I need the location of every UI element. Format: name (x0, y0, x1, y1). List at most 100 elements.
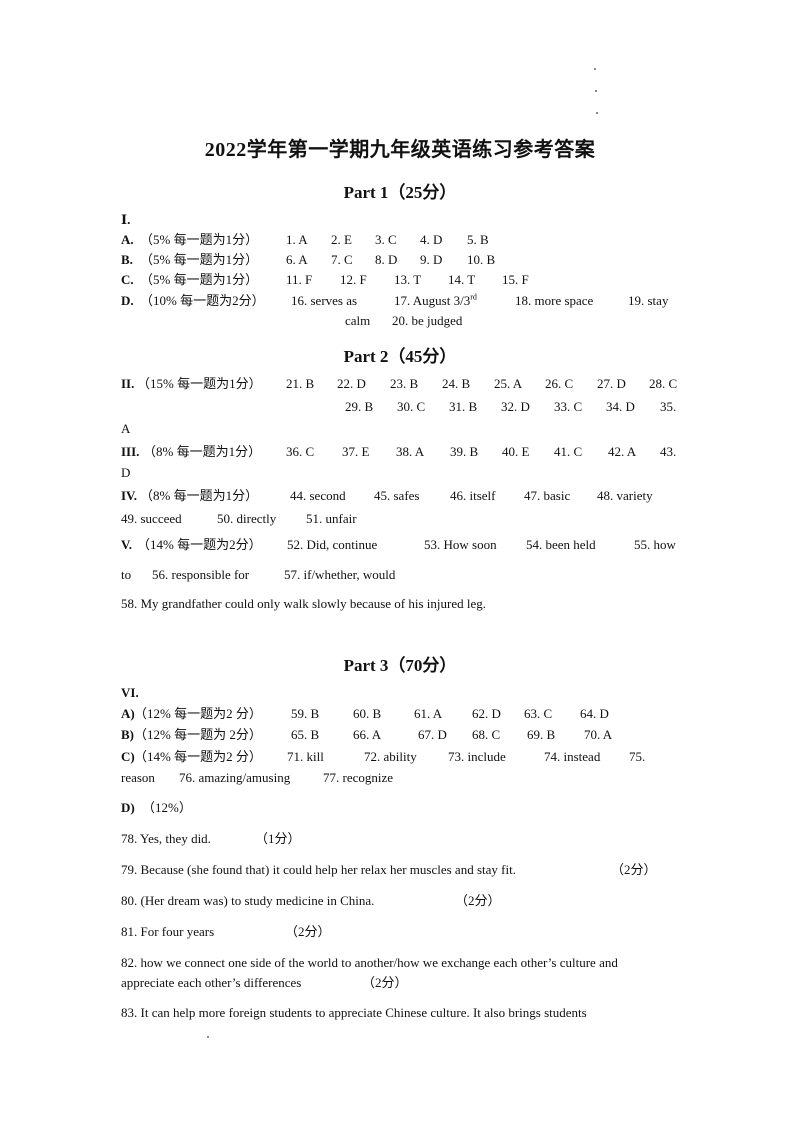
section-c-label: C. (121, 272, 134, 287)
answer: 24. B (442, 376, 471, 391)
section-iv-rule: （8% 每一题为1分） (140, 488, 259, 503)
section-i-label: Ⅰ. (121, 212, 131, 227)
part-1-heading: Part 1（25分） (343, 183, 457, 202)
answer: 2. E (331, 232, 352, 247)
answer: 23. B (390, 376, 419, 391)
answer: 47. basic (524, 488, 571, 503)
answer: 55. how (634, 537, 676, 552)
answer: 6. A (286, 252, 308, 267)
score: （2分） (611, 862, 657, 877)
section-vi-c-label: C) (121, 749, 135, 764)
answer: 9. D (420, 252, 443, 267)
answer-sentence: 79. Because (she found that) it could he… (121, 862, 516, 877)
scan-dot (207, 1036, 209, 1038)
answer: 36. C (286, 444, 315, 459)
answer: 8. D (375, 252, 398, 267)
answer: 1. A (286, 232, 308, 247)
section-vi-d-rule: （12%） (142, 800, 192, 815)
answer-continued: calm (345, 313, 371, 328)
answer-sentence: 82. how we connect one side of the world… (121, 955, 618, 970)
answer-sentence: 81. For four years (121, 924, 215, 939)
section-a-rule: （5% 每一题为1分） (140, 232, 259, 247)
answer-sentence: 78. Yes, they did. (121, 831, 211, 846)
section-vi-label: VI. (121, 685, 139, 700)
answer: 18. more space (515, 293, 594, 308)
section-vi-c-rule: （14% 每一题为2 分） (134, 749, 262, 764)
answer: 75. (629, 749, 646, 764)
answer-sentence: 80. (Her dream was) to study medicine in… (121, 893, 375, 908)
answer: 11. F (286, 272, 313, 287)
answer: 51. unfair (306, 511, 357, 526)
answer: 31. B (449, 399, 478, 414)
answer: 65. B (291, 727, 320, 742)
section-iii-label: III. (121, 444, 140, 459)
answer: 74. instead (544, 749, 601, 764)
scan-dot (595, 90, 597, 92)
answer-sentence: 83. It can help more foreign students to… (121, 1005, 587, 1020)
answer: 50. directly (217, 511, 277, 526)
answer: 53. How soon (424, 537, 497, 552)
answer-sentence: 58. My grandfather could only walk slowl… (121, 596, 486, 611)
answer: 16. serves as (291, 293, 358, 308)
answer: 13. T (394, 272, 422, 287)
answer: 28. C (649, 376, 678, 391)
answer: 25. A (494, 376, 523, 391)
answer: 62. D (472, 706, 501, 721)
answer: 20. be judged (392, 313, 463, 328)
answer: 59. B (291, 706, 320, 721)
score: （2分） (362, 975, 408, 990)
section-iv-label: IV. (121, 488, 138, 503)
score: （1分） (255, 831, 301, 846)
answer: 72. ability (364, 749, 417, 764)
answer: 30. C (397, 399, 426, 414)
answer: 44. second (290, 488, 346, 503)
answer: 39. B (450, 444, 479, 459)
answer: 67. D (418, 727, 447, 742)
answer: 46. itself (450, 488, 496, 503)
section-d-label: D. (121, 293, 134, 308)
answer-continued: A (121, 421, 131, 436)
answer: 17. August 3/3rd (394, 292, 477, 308)
answer: 26. C (545, 376, 574, 391)
answer: 48. variety (597, 488, 653, 503)
answer: 43. (660, 444, 677, 459)
section-a-label: A. (121, 232, 134, 247)
answer: 4. D (420, 232, 443, 247)
answer: 3. C (375, 232, 397, 247)
answer: 12. F (340, 272, 367, 287)
section-d-rule: （10% 每一题为2分） (140, 293, 265, 308)
answer: 63. C (524, 706, 553, 721)
answer: 69. B (527, 727, 556, 742)
section-v-rule: （14% 每一题为2分） (137, 537, 262, 552)
answer: 56. responsible for (152, 567, 250, 582)
answer: 5. B (467, 232, 489, 247)
answer: 73. include (448, 749, 506, 764)
answer: 14. T (448, 272, 476, 287)
scan-dot (596, 112, 598, 114)
scan-dot (594, 68, 596, 70)
answer: 76. amazing/amusing (179, 770, 291, 785)
answer-continued: to (121, 567, 132, 582)
section-b-label: B. (121, 252, 133, 267)
answer: 19. stay (628, 293, 669, 308)
part-2-heading: Part 2（45分） (343, 347, 457, 366)
answer: 41. C (554, 444, 583, 459)
answer: 32. D (501, 399, 530, 414)
score: （2分） (455, 893, 501, 908)
section-v-label: V. (121, 537, 132, 552)
answer: 37. E (342, 444, 370, 459)
part-3-heading: Part 3（70分） (343, 656, 457, 675)
answer-sentence-continued: appreciate each other’s differences (121, 975, 302, 990)
answer: 21. B (286, 376, 315, 391)
answer: 27. D (597, 376, 626, 391)
answer: 52. Did, continue (287, 537, 378, 552)
answer: 10. B (467, 252, 496, 267)
answer: 77. recognize (323, 770, 394, 785)
answer: 45. safes (374, 488, 420, 503)
section-c-rule: （5% 每一题为1分） (140, 272, 259, 287)
answer-continued: D (121, 465, 131, 480)
section-vi-b-rule: （12% 每一题为 2分） (134, 727, 262, 742)
answer: 49. succeed (121, 511, 182, 526)
answer: 33. C (554, 399, 583, 414)
answer: 57. if/whether, would (284, 567, 396, 582)
